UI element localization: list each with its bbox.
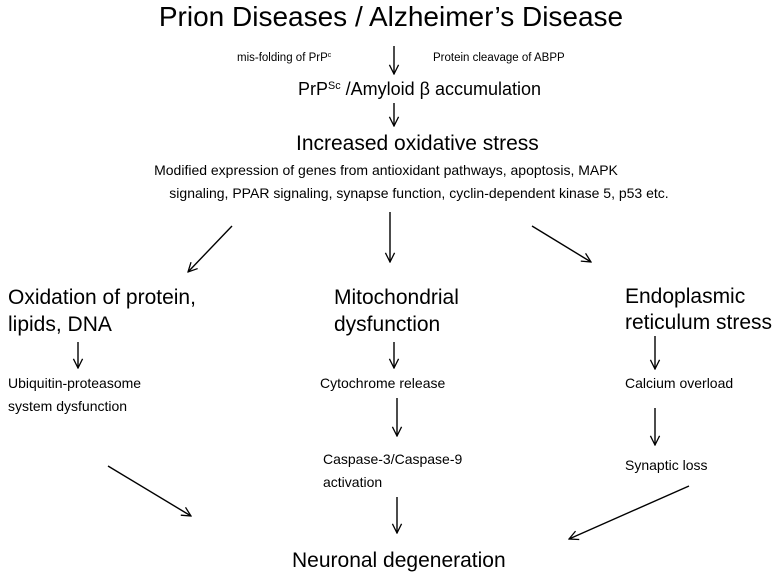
trigger-misfolding-sup: c: [327, 52, 332, 60]
middle-branch-heading-line2: dysfunction: [334, 313, 441, 336]
middle-branch-heading-line1: Mitochondrial: [334, 286, 459, 309]
middle-step2-line1: Caspase-3/Caspase-9: [323, 451, 463, 467]
left-step1-line2: system dysfunction: [8, 398, 128, 414]
diagram-title: Prion Diseases / Alzheimer’s Disease: [158, 1, 624, 32]
oxidative-stress-heading: Increased oxidative stress: [296, 132, 539, 155]
left-branch-heading-line1: Oxidation of protein,: [8, 286, 196, 309]
accumulation-prefix: PrP: [298, 79, 329, 99]
arrow-stress-to-right-branch: [531, 225, 591, 262]
right-step2: Synaptic loss: [625, 457, 708, 473]
arrow-right-to-outcome: [569, 485, 690, 539]
accumulation-suffix: /Amyloid β accumulation: [340, 79, 542, 99]
left-step1-line1: Ubiquitin-proteasome: [8, 375, 142, 391]
right-step1: Calcium overload: [625, 375, 734, 391]
left-branch-heading-line2: lipids, DNA: [8, 313, 112, 336]
outcome-node: Neuronal degeneration: [292, 549, 506, 572]
oxidative-stress-detail-line1: Modified expression of genes from antiox…: [154, 162, 618, 178]
trigger-misfolding-text: mis-folding of PrP: [237, 52, 328, 64]
trigger-cleavage-label: Protein cleavage of ABPP: [433, 52, 565, 64]
arrow-stress-to-left-branch: [188, 225, 233, 272]
accumulation-sup: Sc: [328, 80, 341, 93]
trigger-misfolding-label: mis-folding of PrPc: [237, 52, 332, 65]
accumulation-node: PrPSc /Amyloid β accumulation: [298, 80, 541, 98]
middle-step1: Cytochrome release: [320, 375, 446, 391]
right-branch-heading-line1: Endoplasmic: [625, 285, 746, 308]
arrow-left-to-outcome: [107, 465, 191, 516]
right-branch-heading-line2: reticulum stress: [625, 311, 773, 334]
oxidative-stress-detail-line2: signaling, PPAR signaling, synapse funct…: [169, 185, 669, 201]
middle-step2-line2: activation: [323, 474, 383, 490]
